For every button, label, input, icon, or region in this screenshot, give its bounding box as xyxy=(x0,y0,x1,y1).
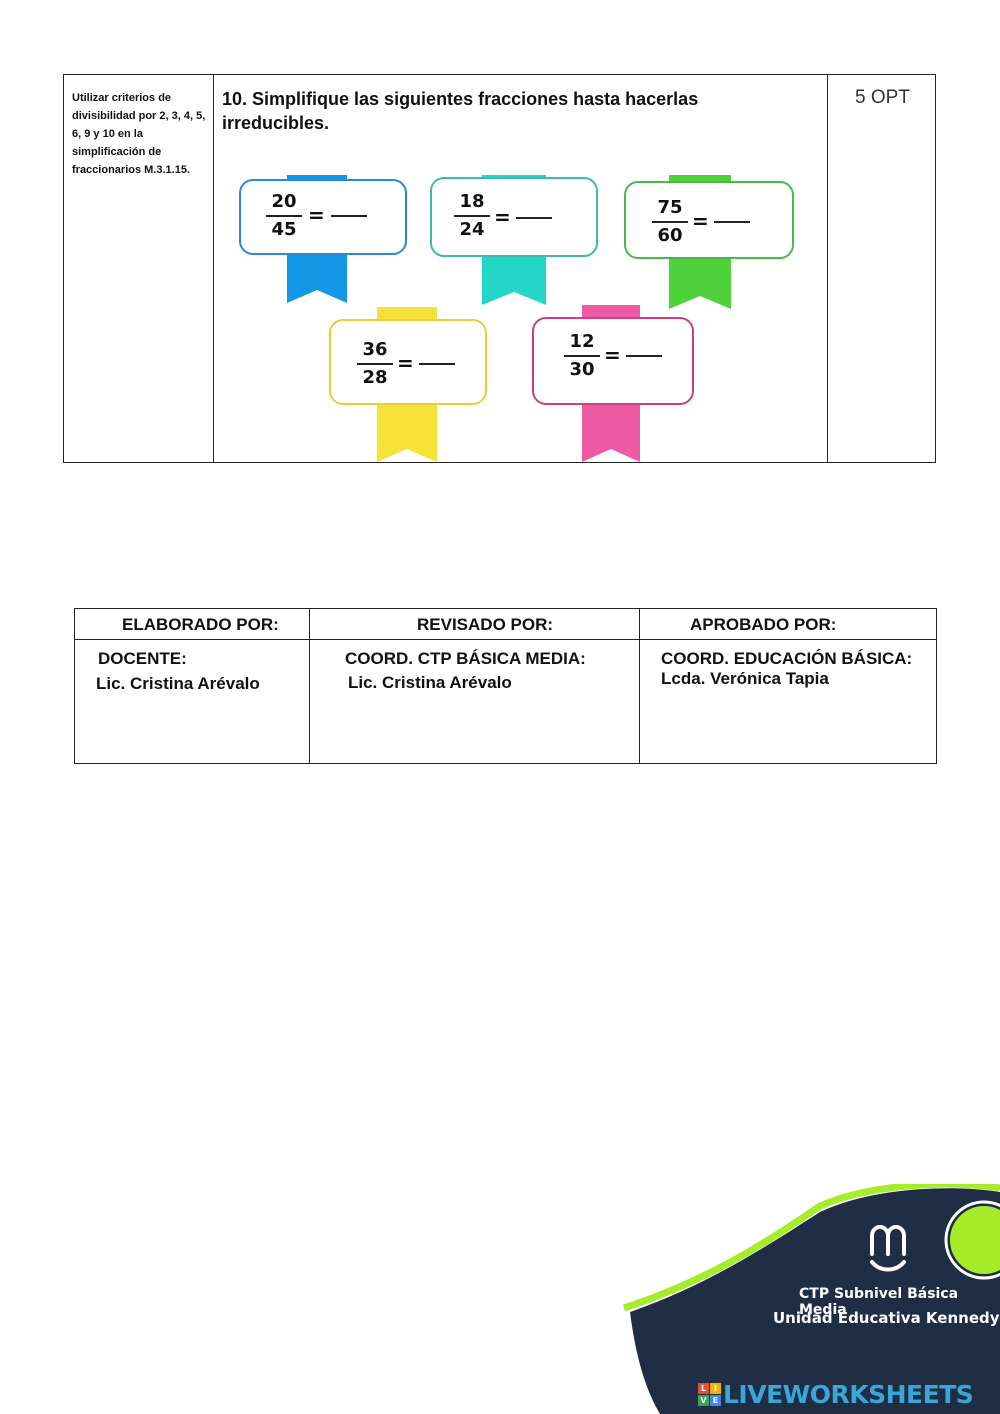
ribbon-top-3 xyxy=(669,175,731,185)
logo-line2: Unidad Educativa Kennedy xyxy=(773,1309,1000,1327)
lw-block-e: E xyxy=(710,1394,721,1406)
numerator-2: 18 xyxy=(459,191,485,212)
score-cell: 5 OPT xyxy=(828,75,937,462)
fraction-bar-5 xyxy=(564,355,600,357)
fraction-badge-2: 18 24 = xyxy=(430,175,600,305)
fraction-bar-1 xyxy=(266,215,302,217)
denominator-1: 45 xyxy=(271,219,297,240)
numerator-4: 36 xyxy=(362,339,388,360)
logo-lime-circle xyxy=(950,1206,1000,1274)
question-text: 10. Simplifique las siguientes fraccione… xyxy=(222,89,699,133)
ribbon-tail-4 xyxy=(377,403,437,462)
ribbon-3 xyxy=(669,175,731,309)
fraction-3: 75 60 xyxy=(652,197,688,247)
criterion-text: Utilizar criterios de divisibilidad por … xyxy=(72,92,206,176)
fraction-bar-2 xyxy=(454,215,490,217)
exercise-cell: 10. Simplifique las siguientes fraccione… xyxy=(214,75,828,462)
header-revisado: REVISADO POR: xyxy=(417,615,554,634)
header-aprobado: APROBADO POR: xyxy=(690,615,837,634)
column-divider-1 xyxy=(309,609,310,763)
badge-box-2 xyxy=(430,177,598,257)
ribbon-tail-5 xyxy=(582,403,640,462)
denominator-2: 24 xyxy=(459,219,485,240)
score-text: 5 OPT xyxy=(855,87,910,108)
logo-lime-stroke xyxy=(622,1184,1000,1312)
lw-block-l: L xyxy=(698,1382,709,1394)
denominator-4: 28 xyxy=(362,367,388,388)
fraction-badge-5: 12 30 = xyxy=(532,305,696,462)
badge-box-4 xyxy=(329,319,487,405)
answer-blank-1[interactable] xyxy=(331,215,367,217)
numerator-3: 75 xyxy=(657,197,683,218)
person-elaborado: Lic. Cristina Arévalo xyxy=(96,674,260,693)
equals-sign-5: = xyxy=(604,343,621,367)
role-coord-ctp: COORD. CTP BÁSICA MEDIA: xyxy=(345,649,586,668)
badge-box-5 xyxy=(532,317,694,405)
header-elaborado: ELABORADO POR: xyxy=(122,615,279,634)
person-revisado: Lic. Cristina Arévalo xyxy=(348,673,512,692)
fraction-badge-4: 36 28 = xyxy=(329,307,489,462)
answer-blank-2[interactable] xyxy=(516,217,552,219)
ribbon-tail-3 xyxy=(669,251,731,309)
liveworksheets-watermark: L I V E LIVEWORKSHEETS xyxy=(698,1379,974,1409)
role-coord-educacion: COORD. EDUCACIÓN BÁSICA: xyxy=(661,649,913,668)
numerator-5: 12 xyxy=(569,331,595,352)
fraction-bar-4 xyxy=(357,363,393,365)
activity-table: Utilizar criterios de divisibilidad por … xyxy=(63,74,936,463)
school-logo-banner xyxy=(622,1184,1000,1414)
liveworksheets-logo-icon: L I V E xyxy=(698,1382,721,1406)
equals-sign-3: = xyxy=(692,209,709,233)
ribbon-4 xyxy=(377,307,437,462)
ribbon-top-4 xyxy=(377,307,437,321)
column-divider-2 xyxy=(639,609,640,763)
smile-icon xyxy=(870,1225,906,1272)
answer-blank-4[interactable] xyxy=(419,363,455,365)
signature-table: ELABORADO POR: REVISADO POR: APROBADO PO… xyxy=(74,608,937,764)
answer-blank-3[interactable] xyxy=(714,221,750,223)
ribbon-tail-2 xyxy=(482,247,546,305)
answer-blank-5[interactable] xyxy=(626,355,662,357)
criterion-cell: Utilizar criterios de divisibilidad por … xyxy=(64,75,214,462)
logo-lime-circle-ring xyxy=(944,1200,1000,1280)
liveworksheets-text: LIVEWORKSHEETS xyxy=(723,1379,974,1409)
logo-line1: CTP Subnivel Básica Media xyxy=(799,1286,959,1318)
logo-navy-shape xyxy=(630,1188,1000,1414)
fraction-badge-3: 75 60 = xyxy=(624,175,796,309)
lw-block-v: V xyxy=(698,1394,709,1406)
equals-sign-1: = xyxy=(308,203,325,227)
numerator-1: 20 xyxy=(271,191,297,212)
denominator-5: 30 xyxy=(569,359,595,380)
fraction-2: 18 24 xyxy=(454,191,490,241)
header-row xyxy=(75,609,936,640)
badge-box-1 xyxy=(239,179,407,255)
badge-box-3 xyxy=(624,181,794,259)
equals-sign-2: = xyxy=(494,205,511,229)
lw-block-i: I xyxy=(710,1382,721,1394)
person-aprobado: Lcda. Verónica Tapia xyxy=(661,669,829,688)
role-docente: DOCENTE: xyxy=(98,649,187,668)
denominator-3: 60 xyxy=(657,225,683,246)
fraction-4: 36 28 xyxy=(357,339,393,389)
equals-sign-4: = xyxy=(397,351,414,375)
ribbon-tail-1 xyxy=(287,245,347,303)
fraction-1: 20 45 xyxy=(266,191,302,241)
ribbon-top-5 xyxy=(582,305,640,319)
fraction-bar-3 xyxy=(652,221,688,223)
fraction-badge-1: 20 45 = xyxy=(239,175,409,303)
ribbon-5 xyxy=(582,305,640,462)
fraction-5: 12 30 xyxy=(564,331,600,381)
